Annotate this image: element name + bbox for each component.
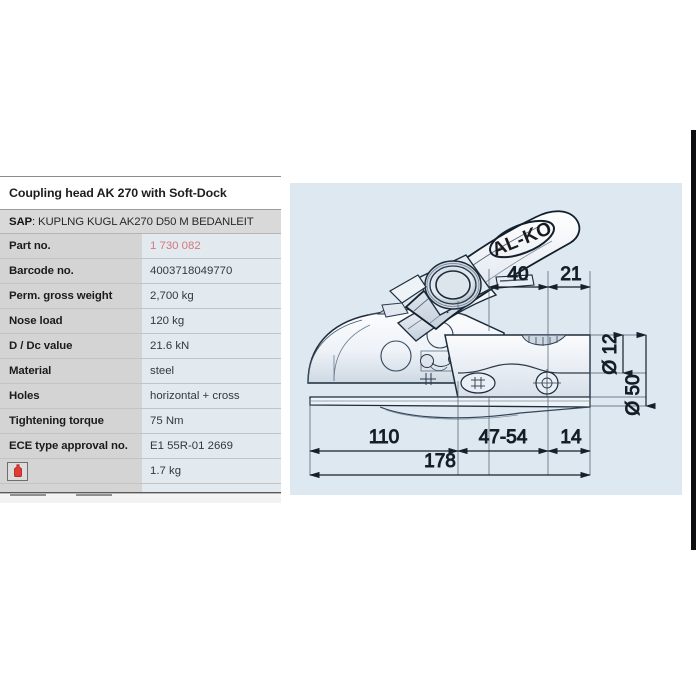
sap-row: SAP: KUPLNG KUGL AK270 D50 M BEDANLEIT [0,210,281,234]
table-row-weight: 1.7 kg [0,459,281,484]
row-label [0,484,142,492]
row-value: E1 55R-01 2669 [142,434,281,458]
table-row-cropped [0,484,281,493]
dim-label-dia50: Ø 50 [623,374,644,415]
row-label: Perm. gross weight [0,284,142,308]
row-value: 21.6 kN [142,334,281,358]
row-value: 1.7 kg [142,459,281,483]
table-row: Nose load 120 kg [0,309,281,334]
mounting-shank [444,334,591,399]
table-row: ECE type approval no. E1 55R-01 2669 [0,434,281,459]
crop-mark [10,494,46,496]
row-label: Holes [0,384,142,408]
specification-table: Coupling head AK 270 with Soft-Dock SAP:… [0,176,281,503]
row-value: horizontal + cross [142,384,281,408]
table-bottom-crop [0,493,281,498]
table-row: Perm. gross weight 2,700 kg [0,284,281,309]
row-label: Nose load [0,309,142,333]
table-row: D / Dc value 21.6 kN [0,334,281,359]
table-row: Tightening torque 75 Nm [0,409,281,434]
dim-label-110: 110 [369,427,399,448]
weight-icon [7,461,28,481]
dim-label-178: 178 [424,451,456,472]
row-label: ECE type approval no. [0,434,142,458]
table-row: Part no. 1 730 082 [0,234,281,259]
coupling-head-drawing: AL-KO [307,210,656,479]
table-row: Barcode no. 4003718049770 [0,259,281,284]
row-label: Part no. [0,234,142,258]
dim-label-21: 21 [560,264,581,285]
row-label: Tightening torque [0,409,142,433]
dim-label-dia12: Ø 12 [600,333,621,374]
ball-socket [381,254,535,318]
row-value: 4003718049770 [142,259,281,283]
dim-label-14: 14 [560,427,582,448]
sap-separator: : [31,216,39,228]
dimension-annotations: 40 21 Ø 12 Ø 50 110 47-54 14 178 [308,264,656,479]
row-value: steel [142,359,281,383]
crop-mark [76,494,112,496]
row-value: 1 730 082 [142,234,281,258]
row-label: Material [0,359,142,383]
row-value: 2,700 kg [142,284,281,308]
sap-label: SAP [9,216,32,228]
dim-label-47-54: 47-54 [479,427,528,448]
right-edge-bar [691,130,696,550]
table-row: Holes horizontal + cross [0,384,281,409]
dim-label-40: 40 [507,264,528,285]
row-label: Barcode no. [0,259,142,283]
technical-drawing-panel: AL-KO [290,183,682,495]
product-title: Coupling head AK 270 with Soft-Dock [0,177,281,210]
sap-value: KUPLNG KUGL AK270 D50 M BEDANLEIT [38,216,254,228]
table-row: Material steel [0,359,281,384]
row-label: D / Dc value [0,334,142,358]
row-label-icon [0,459,142,483]
row-value: 120 kg [142,309,281,333]
row-value: 75 Nm [142,409,281,433]
row-value [142,484,281,492]
